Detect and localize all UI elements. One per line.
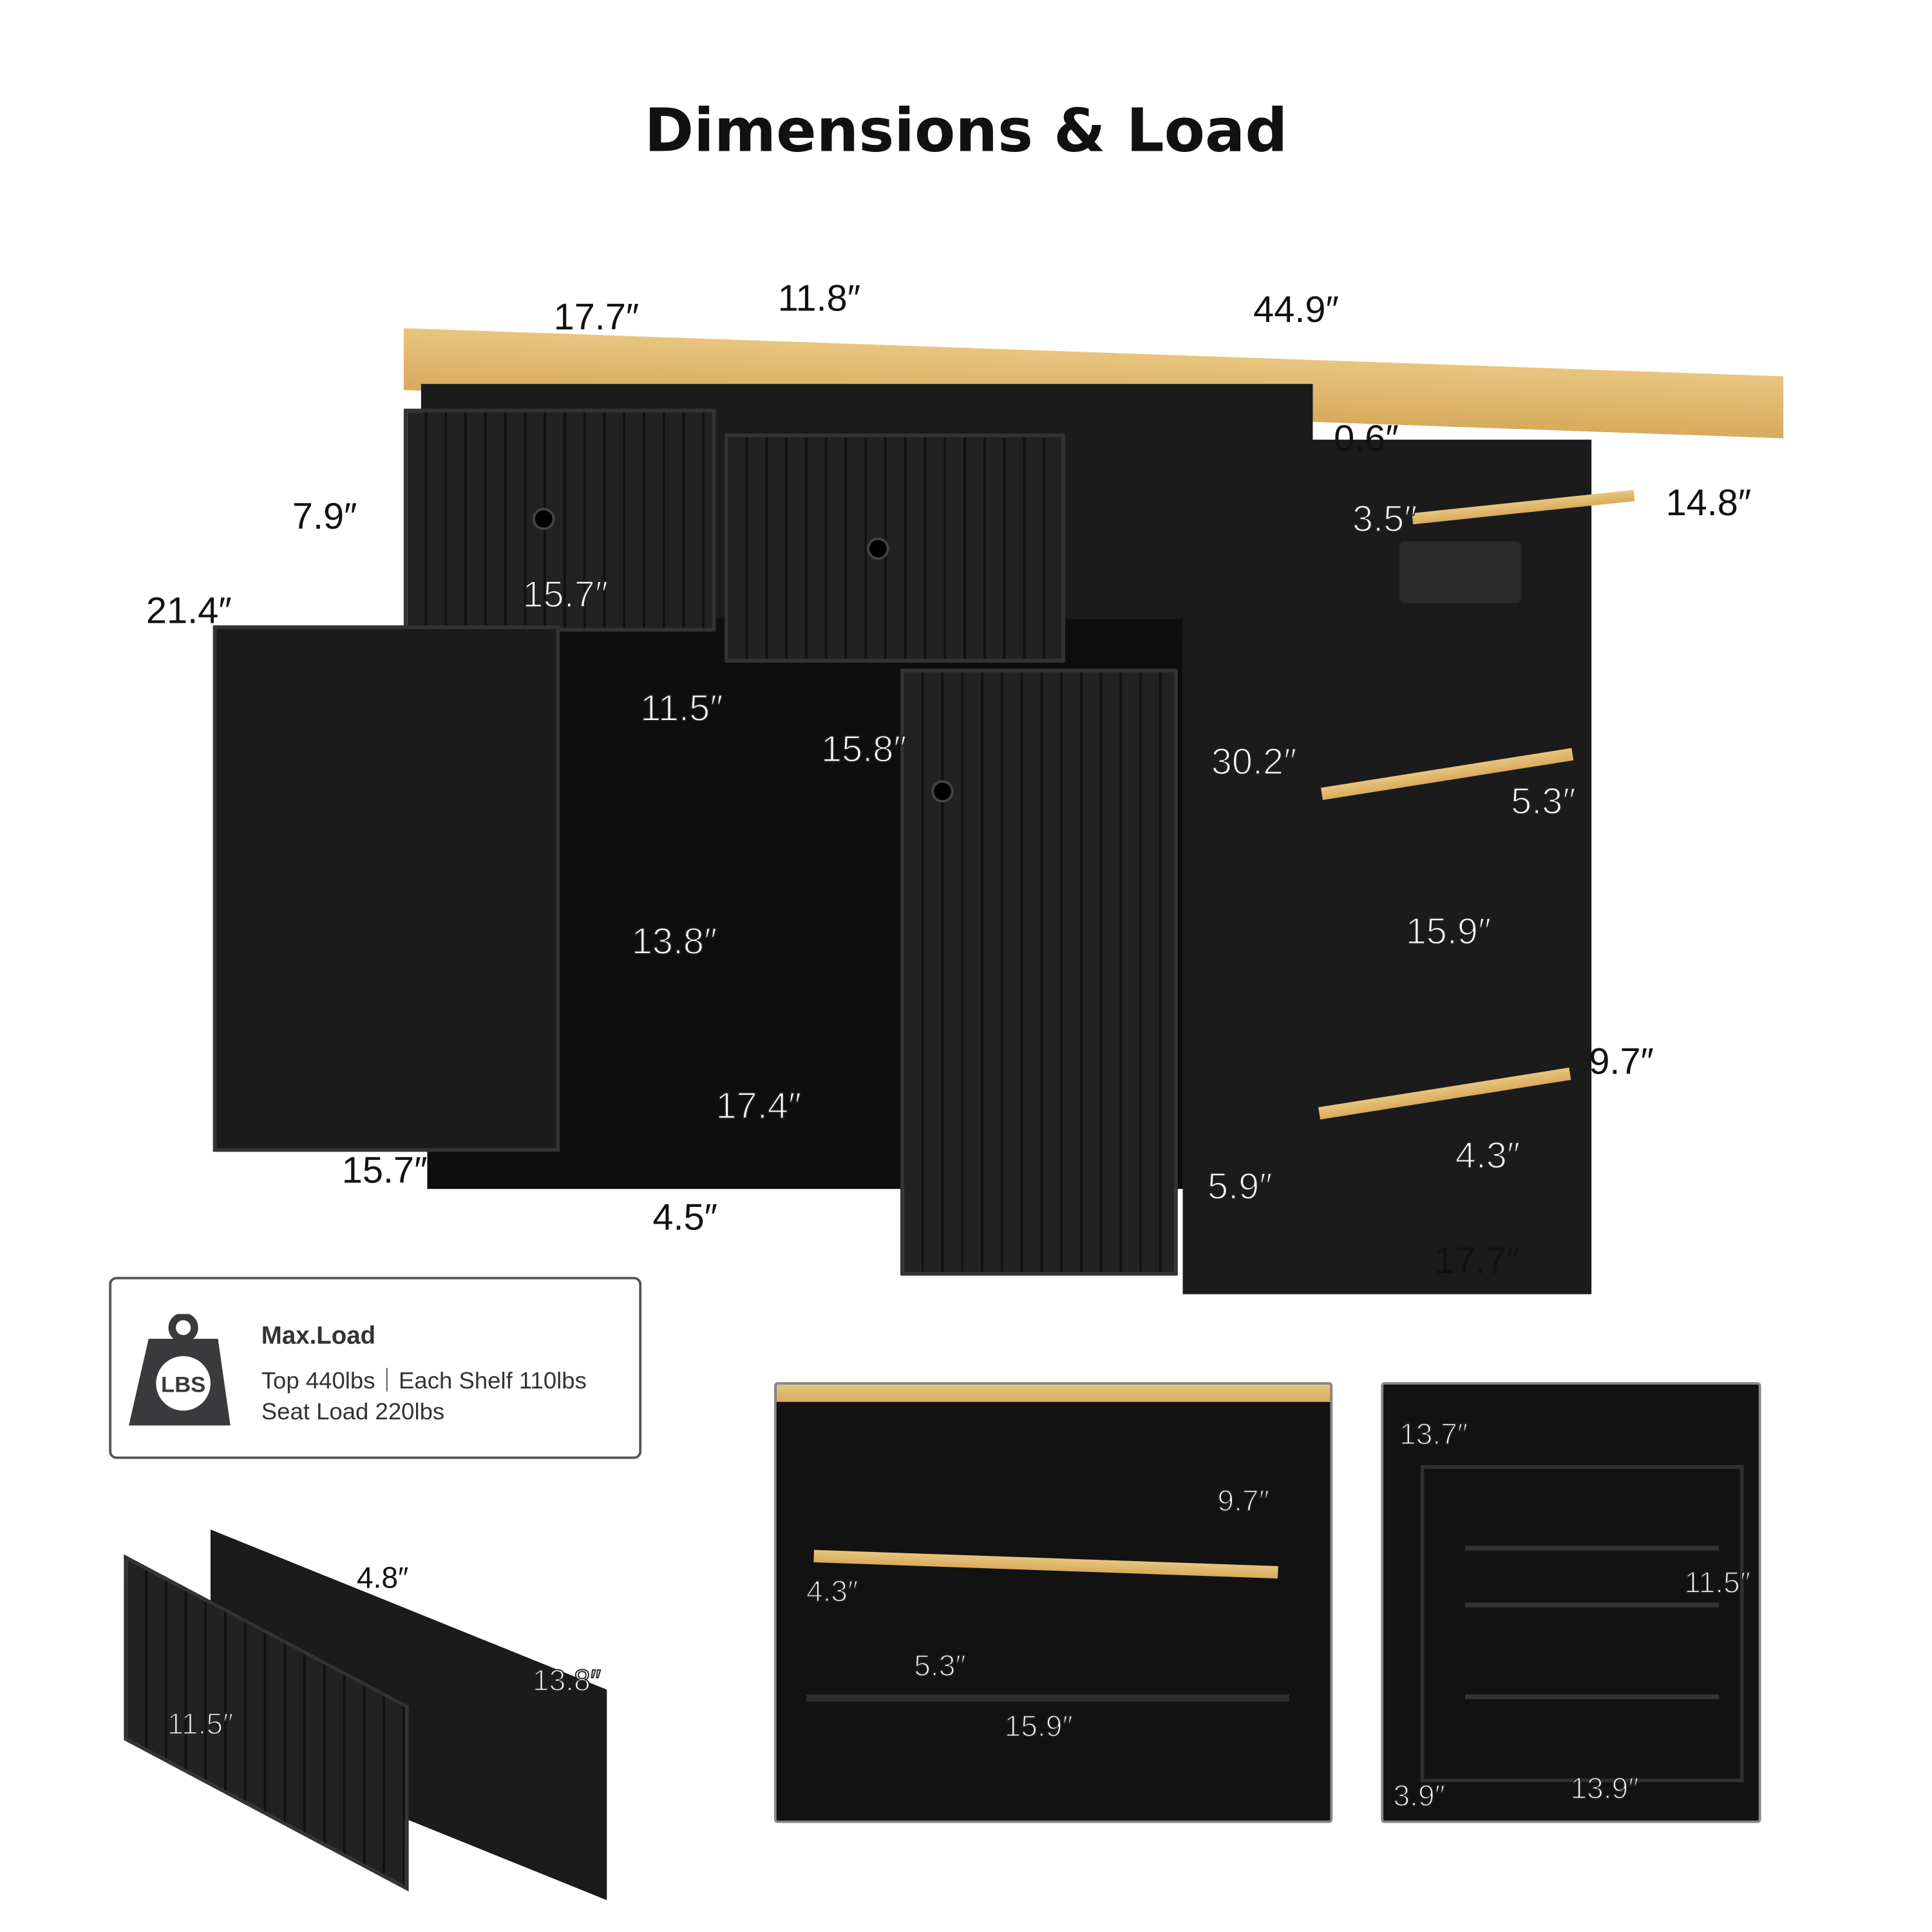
page-title: Dimensions & Load xyxy=(644,97,1288,166)
dim-side-panel: 5.9″ xyxy=(1207,1166,1273,1208)
shelf-rail xyxy=(813,1549,1278,1579)
dim-shelf-height: 9.7″ xyxy=(1217,1484,1269,1519)
svg-text:LBS: LBS xyxy=(161,1373,205,1397)
dim-rack-depth: 3.9″ xyxy=(1393,1779,1446,1814)
dim-towel-bar-offset: 3.5″ xyxy=(1352,499,1418,540)
drawer-knob xyxy=(867,537,889,560)
dim-towel-bar-length: 14.8″ xyxy=(1665,483,1752,524)
dim-side-depth: 17.7″ xyxy=(1434,1240,1520,1282)
dim-shelf-width: 15.9″ xyxy=(1004,1710,1074,1744)
dim-door-width: 15.7″ xyxy=(341,1150,428,1192)
max-load-heading: Max.Load xyxy=(261,1322,376,1350)
dim-shelf-depth: 5.3″ xyxy=(913,1649,966,1683)
dim-cabinet-inner-height: 13.8″ xyxy=(631,921,718,963)
left-door-open xyxy=(213,625,560,1152)
dim-cabinet-inner-width: 15.8″ xyxy=(820,729,907,771)
dim-drawer-width: 15.7″ xyxy=(522,574,609,616)
dim-drawer-width: 11.5″ xyxy=(167,1707,234,1741)
power-strip xyxy=(1399,541,1521,603)
dim-rack-height: 13.7″ xyxy=(1399,1417,1468,1452)
drawer-right xyxy=(724,433,1065,663)
door-knob xyxy=(931,780,954,803)
dim-cabinet-depth: 11.5″ xyxy=(639,688,723,730)
drawer-knob xyxy=(532,507,555,531)
dim-drawer-depth: 13.8″ xyxy=(532,1664,601,1698)
dim-flap-width: 11.8″ xyxy=(777,278,861,320)
dim-drawer-height: 4.8″ xyxy=(356,1562,409,1595)
max-load-top-shelf: Top 440lbs｜Each Shelf 110lbs xyxy=(261,1368,587,1395)
dim-shelf-rail-height: 4.3″ xyxy=(806,1575,858,1609)
right-door xyxy=(900,668,1178,1276)
side-shelf-unit xyxy=(1182,439,1592,1294)
dim-side-shelf-width: 15.9″ xyxy=(1405,911,1492,952)
door-rack-detail-inset xyxy=(1381,1382,1761,1823)
dim-side-shelf-height: 9.7″ xyxy=(1589,1041,1654,1083)
shelf-board xyxy=(806,1694,1289,1702)
dim-top-thickness: 0.6″ xyxy=(1334,419,1399,460)
max-load-seat: Seat Load 220lbs xyxy=(261,1399,445,1426)
dim-rack-width: 13.9″ xyxy=(1570,1772,1640,1806)
dim-total-length: 44.9″ xyxy=(1253,290,1339,331)
shelf-detail-inset xyxy=(773,1382,1333,1823)
dim-clearance: 4.5″ xyxy=(652,1197,718,1239)
dim-rail-height: 4.3″ xyxy=(1455,1135,1521,1177)
door-rack xyxy=(1420,1465,1744,1783)
max-load-card: LBS Max.Load Top 440lbs｜Each Shelf 110lb… xyxy=(109,1276,642,1459)
dim-cabinet-height: 21.4″ xyxy=(146,591,232,632)
dim-cabinet-floor-width: 17.4″ xyxy=(715,1086,802,1128)
dim-top-left-width: 17.7″ xyxy=(553,297,639,339)
dim-rack-shelf-gap: 11.5″ xyxy=(1683,1566,1751,1600)
dim-total-height: 30.2″ xyxy=(1211,741,1298,783)
weight-lbs-icon: LBS xyxy=(129,1314,231,1426)
dim-drawer-height: 7.9″ xyxy=(292,497,357,538)
dim-side-shelf-depth: 5.3″ xyxy=(1510,781,1577,822)
